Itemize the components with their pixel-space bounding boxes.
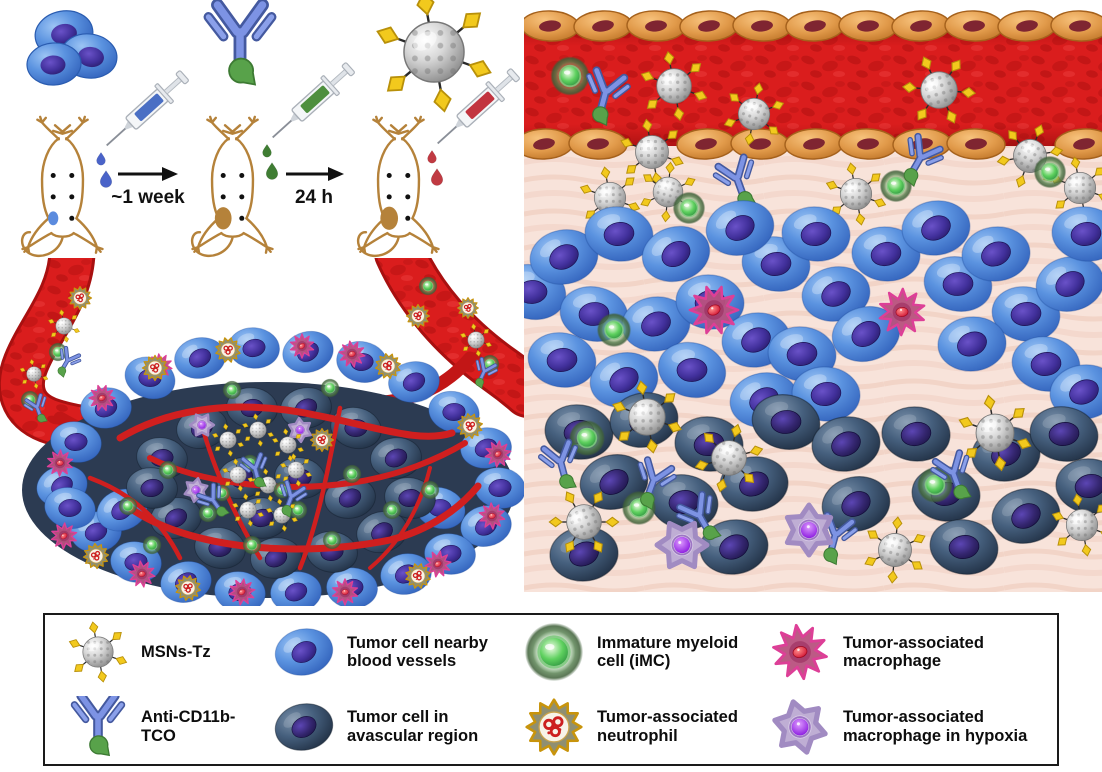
step1-label: ~1 week <box>111 187 185 208</box>
capillary <box>87 403 482 571</box>
mouse-figure-3 <box>356 115 440 258</box>
droplet <box>427 150 437 164</box>
legend-box: MSNs-Tz Anti-CD11b-TCO Tumor cell nearby… <box>43 613 1059 766</box>
droplet <box>99 170 113 188</box>
legend-item-imc: Immature myeloid cell (iMC) <box>501 615 747 690</box>
legend-label: MSNs-Tz <box>141 642 211 661</box>
neutrophil-icon <box>525 698 583 756</box>
arrow-step2 <box>286 167 344 181</box>
tissue-cross-section-panel <box>524 9 1102 592</box>
legend-item-tumor-cell-vascular: Tumor cell nearby blood vessels <box>251 615 501 690</box>
syringe-tumor-cells <box>97 65 194 156</box>
injection-scheme-panel: ~1 week 24 h <box>20 0 524 258</box>
imc-cell <box>672 191 706 225</box>
step2-label: 24 h <box>295 187 333 208</box>
syringe-antibody <box>263 57 360 148</box>
legend-item-macrophage: Tumor-associated macrophage <box>747 615 1057 690</box>
imc-icon <box>525 623 583 682</box>
droplet <box>262 144 272 158</box>
legend-label: Tumor cell in avascular region <box>347 708 479 745</box>
msn-tz-icon <box>373 0 495 114</box>
legend-label: Immature myeloid cell (iMC) <box>597 633 739 671</box>
legend-label: Tumor cell nearby blood vessels <box>347 633 488 671</box>
legend-label: Tumor-associated macrophage <box>843 633 984 671</box>
mouse-figure-1 <box>20 115 104 258</box>
tumor-on-mouse <box>214 207 232 230</box>
droplet <box>265 162 279 180</box>
mouse-figure-2 <box>190 115 274 258</box>
macrophage-icon <box>767 621 833 684</box>
legend-item-msn: MSNs-Tz <box>45 615 251 690</box>
legend-item-antibody: Anti-CD11b-TCO <box>45 690 251 765</box>
arrow-step1 <box>118 167 178 181</box>
antibody-icon <box>65 696 131 758</box>
imc-cell <box>213 484 231 502</box>
imc-cell <box>597 313 631 347</box>
legend-label: Tumor-associated neutrophil <box>597 708 738 745</box>
tumor-cell-avascular-icon <box>271 697 337 756</box>
imc-cell <box>418 276 438 296</box>
tumor-on-mouse <box>380 206 399 230</box>
macrophage-hypoxia-icon <box>767 696 833 758</box>
tumor-inoculation-spot <box>48 211 59 226</box>
imc-cell <box>1033 155 1067 189</box>
anti-cd11b-tco-icon <box>209 5 272 85</box>
legend-item-tumor-cell-avascular: Tumor cell in avascular region <box>251 690 501 765</box>
tumor-cell-cluster-icon <box>26 10 118 86</box>
msn-tz-icon <box>67 621 129 684</box>
legend-label: Tumor-associated macrophage in hypoxia <box>843 708 1028 745</box>
droplet <box>96 152 106 166</box>
droplet <box>430 168 444 186</box>
imc-cell <box>550 56 590 96</box>
endothelial-cell <box>524 9 1102 43</box>
tumor-overview-panel <box>0 258 524 606</box>
legend-label: Anti-CD11b-TCO <box>141 708 236 745</box>
legend-item-neutrophil: Tumor-associated neutrophil <box>501 690 747 765</box>
legend-item-macrophage-hypoxia: Tumor-associated macrophage in hypoxia <box>747 690 1057 765</box>
tumor-cell-vascular-icon <box>271 623 337 682</box>
